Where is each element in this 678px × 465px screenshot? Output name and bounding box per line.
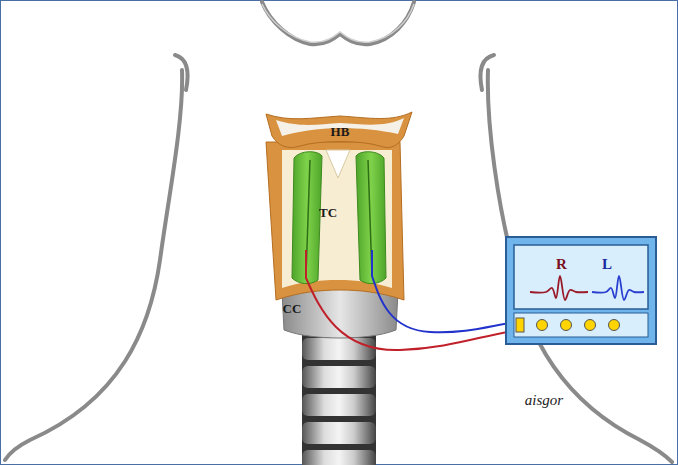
electrode-wire-left (372, 250, 518, 332)
waveform (592, 276, 644, 300)
emg-monitor (506, 237, 656, 344)
part-name: HB (331, 125, 350, 138)
channel-label: L (602, 257, 612, 272)
monitor-screen: RL (514, 245, 648, 309)
signature: aisgor (525, 393, 563, 408)
trachea (302, 330, 376, 465)
waveform (530, 276, 588, 300)
thyroid-cartilage (266, 142, 404, 300)
electrode-wire-right (306, 250, 518, 350)
part-name: CC (283, 302, 302, 315)
part-name: TC (319, 206, 337, 219)
channel-label: R (556, 257, 567, 272)
emg-waveforms (530, 276, 644, 300)
thyroid-face (282, 150, 392, 288)
hyoid-bone (266, 112, 412, 148)
